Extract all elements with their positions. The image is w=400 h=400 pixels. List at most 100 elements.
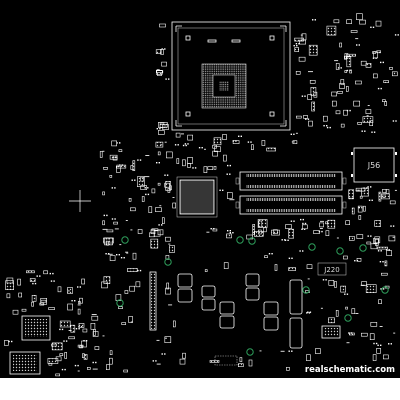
smd-part[interactable] — [307, 311, 309, 313]
smd-part[interactable] — [284, 239, 286, 241]
smd-part[interactable] — [113, 221, 118, 225]
smd-part[interactable] — [61, 328, 64, 331]
smd-part[interactable] — [127, 268, 138, 272]
smd-part[interactable] — [116, 166, 121, 173]
smd-part[interactable] — [368, 199, 371, 201]
smd-part[interactable] — [31, 301, 34, 307]
smd-part[interactable] — [174, 144, 177, 146]
smd-part[interactable] — [103, 237, 114, 244]
smd-part[interactable] — [11, 340, 13, 343]
smd-part[interactable] — [70, 324, 76, 333]
smd-part[interactable] — [39, 275, 41, 277]
smd-part[interactable] — [149, 232, 155, 238]
smd-part[interactable] — [158, 162, 160, 164]
smd-part[interactable] — [337, 91, 343, 94]
smd-part[interactable] — [4, 340, 9, 346]
smd-part[interactable] — [159, 128, 161, 130]
smd-part[interactable] — [367, 186, 369, 188]
smd-part[interactable] — [370, 186, 372, 188]
smd-part[interactable] — [102, 335, 105, 337]
smd-part[interactable] — [165, 78, 167, 80]
smd-part[interactable] — [349, 69, 351, 72]
smd-part[interactable] — [351, 207, 355, 215]
smd-part[interactable] — [109, 357, 113, 365]
smd-part[interactable] — [372, 26, 375, 28]
smd-part[interactable] — [137, 269, 139, 272]
smd-part[interactable] — [355, 38, 359, 40]
smd-part[interactable] — [295, 115, 302, 119]
smd-part[interactable] — [319, 228, 323, 229]
smd-part[interactable] — [119, 142, 121, 144]
smd-part[interactable] — [150, 238, 159, 249]
smd-part[interactable] — [204, 148, 206, 150]
smd-part[interactable] — [77, 304, 81, 306]
smd-part[interactable] — [290, 133, 292, 135]
smd-part[interactable] — [360, 60, 367, 66]
smd-part[interactable] — [114, 187, 116, 189]
smd-part[interactable] — [135, 281, 141, 288]
smd-part[interactable] — [173, 320, 176, 328]
smd-part[interactable] — [366, 115, 369, 117]
smd-part[interactable] — [129, 285, 135, 292]
smd-part[interactable] — [140, 185, 147, 190]
smd-part[interactable] — [79, 345, 83, 349]
smd-part[interactable] — [101, 281, 108, 289]
smd-part[interactable] — [264, 255, 268, 258]
smd-part[interactable] — [301, 228, 303, 230]
smd-part[interactable] — [68, 330, 72, 331]
smd-part[interactable] — [306, 312, 308, 314]
smd-part[interactable] — [377, 250, 380, 252]
test-point-marker[interactable] — [116, 299, 124, 307]
smd-part[interactable] — [92, 368, 98, 370]
smd-part[interactable] — [164, 174, 166, 176]
smd-part[interactable] — [119, 244, 122, 246]
smd-part[interactable] — [130, 321, 133, 323]
smd-part[interactable] — [210, 228, 212, 230]
smd-part[interactable] — [371, 131, 373, 133]
smd-part[interactable] — [155, 49, 162, 55]
smd-part[interactable] — [371, 199, 373, 201]
smd-part[interactable] — [227, 164, 229, 167]
smd-part[interactable] — [31, 294, 37, 302]
smd-part[interactable] — [168, 78, 170, 80]
smd-part[interactable] — [118, 306, 123, 310]
connector-j220[interactable]: J220 — [317, 262, 347, 276]
smd-part[interactable] — [168, 243, 171, 245]
smd-part[interactable] — [157, 151, 161, 156]
smd-part[interactable] — [83, 354, 88, 360]
smd-part[interactable] — [308, 312, 311, 314]
smd-part[interactable] — [147, 193, 150, 196]
smd-part[interactable] — [395, 120, 397, 122]
smd-part[interactable] — [156, 162, 158, 164]
smd-part[interactable] — [291, 257, 293, 259]
smd-part[interactable] — [302, 250, 304, 252]
smd-part[interactable] — [61, 368, 64, 371]
smd-part[interactable] — [370, 243, 378, 250]
smd-part[interactable] — [340, 123, 345, 128]
smd-part[interactable] — [374, 220, 382, 227]
smd-part[interactable] — [298, 43, 300, 45]
smd-part[interactable] — [144, 187, 146, 189]
smd-part[interactable] — [343, 109, 348, 116]
smd-part[interactable] — [53, 280, 55, 282]
smd-part[interactable] — [151, 188, 156, 194]
smd-part[interactable] — [55, 373, 61, 377]
smd-part[interactable] — [308, 71, 313, 73]
smd-part[interactable] — [17, 278, 21, 286]
smd-part[interactable] — [78, 326, 80, 328]
smd-part[interactable] — [119, 164, 121, 166]
smd-part[interactable] — [312, 19, 314, 21]
smd-part[interactable] — [123, 369, 128, 373]
smd-part[interactable] — [353, 100, 361, 107]
smd-part[interactable] — [157, 229, 164, 236]
smd-part[interactable] — [345, 86, 349, 92]
smd-part[interactable] — [345, 306, 348, 310]
power-inductors[interactable] — [177, 273, 303, 349]
smd-part[interactable] — [164, 353, 166, 355]
smd-part[interactable] — [354, 260, 356, 262]
smd-part[interactable] — [309, 80, 316, 84]
smd-part[interactable] — [391, 71, 398, 77]
smd-part[interactable] — [102, 150, 105, 152]
smd-part[interactable] — [310, 87, 317, 96]
smd-part[interactable] — [67, 290, 70, 292]
